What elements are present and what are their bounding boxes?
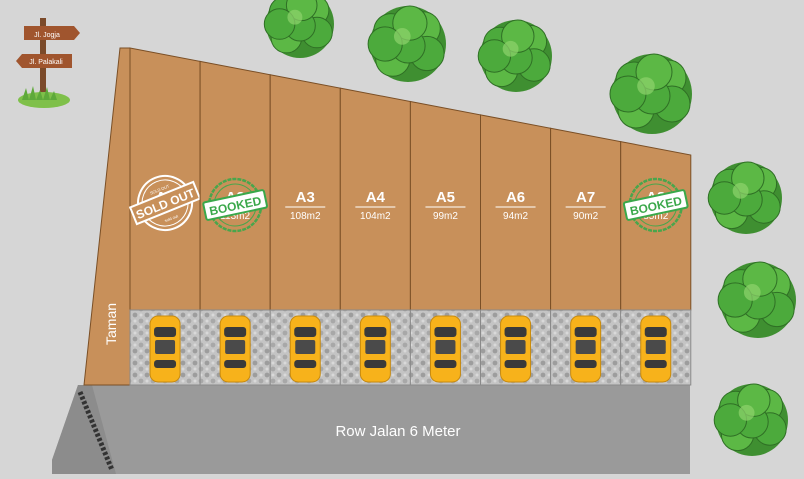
lot-a4[interactable]: A4 104m2 xyxy=(339,87,411,386)
tree-icon xyxy=(477,19,552,92)
road-label: Row Jalan 6 Meter xyxy=(335,423,460,440)
tree-icon xyxy=(367,5,446,82)
lot-area-label: 99m2 xyxy=(433,211,458,222)
sign-top-board xyxy=(24,26,80,40)
lot-a7[interactable]: A7 90m2 xyxy=(550,127,622,386)
trees-layer xyxy=(263,0,796,456)
lot-id-label: A3 xyxy=(296,189,315,206)
sign-top-label: Jl. Jogja xyxy=(34,32,60,39)
road-edge xyxy=(52,385,116,474)
lot-plot[interactable] xyxy=(129,47,201,311)
lot-area-label: 85m2 xyxy=(643,211,668,222)
sold-out-small-bottom: sold out xyxy=(164,213,180,223)
sign-bottom-label: Jl. Palakali xyxy=(29,59,63,66)
lot-area-label: 104m2 xyxy=(360,211,391,222)
lot-area-label: 108m2 xyxy=(290,211,321,222)
lot-a3[interactable]: A3 108m2 xyxy=(269,74,341,386)
lot-id-label: A6 xyxy=(506,189,525,206)
lot-plot[interactable] xyxy=(199,60,271,311)
lot-a6[interactable]: A6 94m2 xyxy=(480,114,552,386)
tree-icon xyxy=(717,261,796,338)
lot-a2[interactable]: A2113m2BOOKED xyxy=(199,60,271,386)
car-icon xyxy=(640,315,672,383)
lot-id-label: A7 xyxy=(576,189,595,206)
car-icon xyxy=(429,315,461,383)
tree-icon xyxy=(707,161,782,234)
lot-area-label: 94m2 xyxy=(503,211,528,222)
lot-a5[interactable]: A5 99m2 xyxy=(409,100,481,386)
signpost: Jl. Jogja Jl. Palakali xyxy=(16,18,80,108)
park-label: Taman xyxy=(103,303,119,345)
lot-id-label: A4 xyxy=(366,189,386,206)
gate-bar xyxy=(77,391,115,471)
car-icon xyxy=(149,315,181,383)
car-icon xyxy=(289,315,321,383)
tree-icon xyxy=(263,0,334,58)
sign-bottom-board xyxy=(16,54,72,68)
car-icon xyxy=(500,315,532,383)
lot-area-label: 113m2 xyxy=(220,211,250,222)
lot-id-label: A5 xyxy=(436,189,455,206)
road xyxy=(52,385,690,474)
tree-icon xyxy=(713,383,788,456)
car-icon xyxy=(359,315,391,383)
tree-icon xyxy=(609,53,692,134)
car-icon xyxy=(570,315,602,383)
car-icon xyxy=(219,315,251,383)
lot-area-label: 90m2 xyxy=(573,211,598,222)
lot-a8[interactable]: A885m2BOOKED xyxy=(620,141,692,386)
